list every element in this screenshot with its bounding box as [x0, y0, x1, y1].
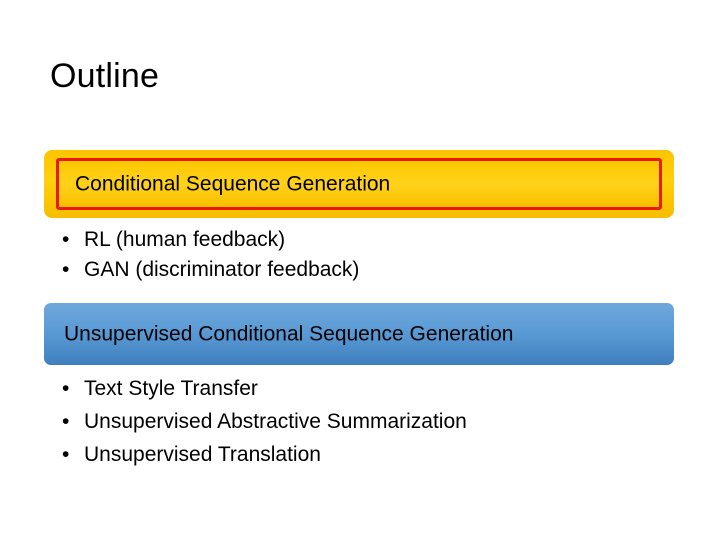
bullet-dot-icon: •	[62, 258, 70, 281]
list-item: • Text Style Transfer	[62, 372, 467, 405]
banner-yellow-border: Conditional Sequence Generation	[56, 158, 662, 210]
page-title: Outline	[50, 57, 160, 95]
bullet-dot-icon: •	[62, 228, 70, 251]
bullet-dot-icon: •	[62, 410, 70, 433]
list-item: • GAN (discriminator feedback)	[62, 255, 359, 285]
bullet-dot-icon: •	[62, 443, 70, 466]
banner-blue-label: Unsupervised Conditional Sequence Genera…	[64, 322, 514, 346]
list-item-label: GAN (discriminator feedback)	[84, 258, 360, 281]
list-item: • Unsupervised Abstractive Summarization	[62, 405, 467, 438]
list-item: • Unsupervised Translation	[62, 438, 467, 471]
bullet-list-unsupervised: • Text Style Transfer • Unsupervised Abstr…	[62, 372, 467, 471]
list-item-label: RL (human feedback)	[84, 228, 286, 251]
bullet-dot-icon: •	[62, 377, 70, 400]
banner-unsupervised-conditional-sequence-generation[interactable]: Unsupervised Conditional Sequence Genera…	[44, 303, 674, 365]
banner-yellow-label: Conditional Sequence Generation	[75, 172, 391, 196]
list-item-label: Unsupervised Abstractive Summarization	[84, 410, 467, 433]
bullet-list-conditional: • RL (human feedback) • GAN (discriminator…	[62, 225, 359, 285]
banner-conditional-sequence-generation[interactable]: Conditional Sequence Generation	[44, 150, 674, 218]
list-item-label: Text Style Transfer	[84, 377, 258, 400]
list-item: • RL (human feedback)	[62, 225, 359, 255]
list-item-label: Unsupervised Translation	[84, 443, 321, 466]
